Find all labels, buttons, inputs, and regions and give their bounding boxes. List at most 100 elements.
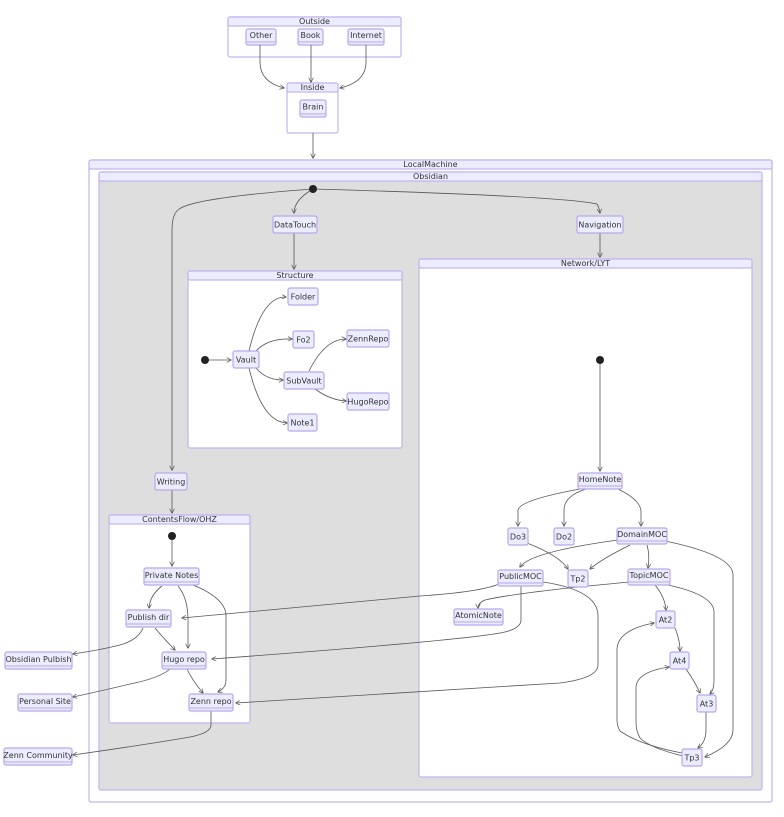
edge-publishdir-obsidianpublish [73, 627, 144, 654]
svg-text:Do3: Do3 [510, 533, 526, 542]
edge-privatenotes-zennrepo [192, 584, 227, 692]
edge-internet-inside [340, 45, 367, 88]
svg-text:TopicMOC: TopicMOC [629, 571, 669, 580]
edge-vault-note1 [248, 367, 287, 423]
edges [73, 45, 734, 757]
svg-text:SubVault: SubVault [286, 377, 321, 386]
edge-tp3-at4 [635, 667, 684, 757]
edge-domainmoc-tp3 [664, 540, 734, 757]
cluster-title-contentsflow: ContentsFlow/OHZ [142, 515, 217, 524]
start-state-obsidian [309, 185, 317, 193]
svg-text:Do2: Do2 [556, 533, 572, 542]
node-topicmoc[interactable]: TopicMOC [627, 568, 671, 586]
node-at3[interactable]: At3 [696, 694, 717, 713]
node-zenn-community[interactable]: Zenn Community [3, 747, 73, 766]
svg-text:DomainMOC: DomainMOC [617, 530, 667, 539]
node-hugo-repo[interactable]: Hugo repo [161, 651, 207, 670]
node-zennrepo-structure[interactable]: ZennRepo [346, 329, 390, 348]
edge-subvault-zennrepo [308, 339, 346, 372]
cluster-title-structure: Structure [276, 271, 313, 280]
svg-text:Tp3: Tp3 [683, 754, 699, 763]
cluster-title-localmachine: LocalMachine [403, 160, 457, 169]
edge-publicmoc-publishdir [182, 583, 500, 618]
svg-text:At3: At3 [700, 700, 714, 709]
svg-text:HomeNote: HomeNote [579, 475, 622, 484]
edge-domainmoc-topicmoc [647, 544, 649, 568]
node-book[interactable]: Book [297, 28, 324, 46]
svg-text:Zenn Community: Zenn Community [3, 751, 73, 760]
edge-vault-subvault [255, 367, 283, 380]
node-publicmoc[interactable]: PublicMOC [497, 569, 544, 587]
node-subvault[interactable]: SubVault [283, 371, 325, 390]
edge-start-navigation [312, 188, 600, 213]
svg-text:ZennRepo: ZennRepo [348, 335, 389, 344]
node-datatouch[interactable]: DataTouch [272, 215, 318, 234]
node-writing[interactable]: Writing [154, 472, 188, 491]
node-note1[interactable]: Note1 [287, 413, 318, 432]
cluster-network-lyt: Network/LYT [418, 258, 753, 778]
edge-topicmoc-at2 [654, 584, 666, 610]
edge-domainmoc-tp2 [590, 544, 631, 569]
edge-zennrepo-zenncommunity [73, 711, 212, 755]
node-internet[interactable]: Internet [347, 28, 385, 46]
edge-domainmoc-publicmoc [520, 539, 619, 567]
node-at4[interactable]: At4 [669, 651, 690, 670]
edge-hugorepo-personalsite [73, 668, 171, 697]
node-do2[interactable]: Do2 [553, 527, 575, 546]
cluster-title-inside: Inside [301, 83, 325, 92]
svg-text:Folder: Folder [291, 293, 316, 302]
edge-homenote-domainmoc [617, 488, 641, 526]
node-hugorepo-structure[interactable]: HugoRepo [346, 392, 390, 411]
svg-text:Private Notes: Private Notes [145, 571, 199, 580]
svg-text:Writing: Writing [157, 478, 186, 487]
node-navigation[interactable]: Navigation [576, 215, 624, 234]
cluster-title-outside: Outside [299, 17, 330, 26]
svg-text:Publish dir: Publish dir [128, 613, 170, 622]
node-do3[interactable]: Do3 [507, 527, 529, 546]
edge-publicmoc-hugorepo [212, 586, 522, 659]
node-obsidian-publish[interactable]: Obsidian Pulbish [4, 651, 73, 670]
svg-text:Fo2: Fo2 [296, 336, 310, 345]
node-fo2[interactable]: Fo2 [292, 330, 315, 349]
node-atomicnote[interactable]: AtomicNote [453, 608, 504, 626]
edge-hugorepo-zennrepo [186, 668, 203, 693]
svg-text:Navigation: Navigation [578, 221, 621, 230]
cluster-contentsflow: ContentsFlow/OHZ [108, 514, 251, 724]
cluster-title-network: Network/LYT [561, 259, 610, 268]
edge-other-inside [259, 45, 284, 88]
node-brain[interactable]: Brain [299, 99, 327, 118]
edge-topicmoc-at3 [667, 584, 714, 694]
svg-text:Obsidian Pulbish: Obsidian Pulbish [5, 655, 71, 664]
edge-vault-folder [248, 297, 286, 352]
node-at2[interactable]: At2 [655, 610, 676, 629]
node-personal-site[interactable]: Personal Site [17, 693, 73, 712]
node-folder[interactable]: Folder [287, 287, 319, 306]
edge-publishdir-hugorepo [154, 627, 175, 650]
edge-privatenotes-hugorepo [177, 585, 188, 648]
node-publish-dir[interactable]: Publish dir [125, 609, 172, 628]
svg-text:Internet: Internet [350, 31, 382, 40]
edge-do3-tp2 [526, 542, 568, 569]
edge-homenote-do3 [518, 488, 581, 526]
node-private-notes[interactable]: Private Notes [143, 567, 200, 586]
svg-text:At2: At2 [659, 616, 673, 625]
node-vault[interactable]: Vault [232, 350, 260, 369]
edge-subvault-hugorepo [314, 388, 346, 401]
node-other[interactable]: Other [245, 28, 277, 46]
node-tp2[interactable]: Tp2 [567, 569, 589, 588]
start-state-contentsflow [168, 532, 176, 540]
svg-text:Vault: Vault [236, 356, 256, 365]
node-zenn-repo[interactable]: Zenn repo [188, 693, 234, 712]
node-domainmoc[interactable]: DomainMOC [616, 527, 668, 545]
start-state-network [596, 356, 604, 364]
svg-text:PublicMOC: PublicMOC [499, 572, 542, 581]
svg-text:Brain: Brain [303, 103, 324, 112]
node-tp3[interactable]: Tp3 [681, 748, 703, 767]
node-homenote[interactable]: HomeNote [577, 472, 623, 490]
edge-start-writing [172, 188, 314, 470]
edge-at2-at4 [674, 627, 680, 651]
cluster-inside: Inside [286, 82, 339, 134]
svg-text:Other: Other [250, 31, 273, 40]
edge-homenote-do2 [564, 488, 587, 526]
